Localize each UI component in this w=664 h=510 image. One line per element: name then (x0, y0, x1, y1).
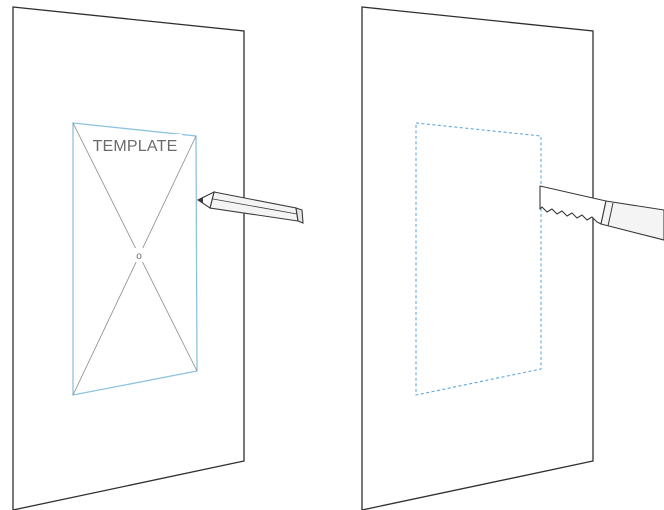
left-wall-board (12, 6, 245, 510)
template-label: TEMPLATE (93, 138, 178, 155)
template-diagonal-2 (72, 135, 197, 396)
left-panel: TEMPLATE o (12, 6, 304, 510)
pencil-icon (196, 190, 304, 224)
saw-icon (539, 185, 664, 241)
right-panel (361, 6, 664, 510)
template-center-mark: o (136, 251, 142, 262)
template-sheet: TEMPLATE o (72, 122, 198, 396)
template-diagonal-1 (72, 122, 198, 372)
cut-outline-dashed (415, 122, 542, 396)
right-wall-board (361, 6, 594, 510)
